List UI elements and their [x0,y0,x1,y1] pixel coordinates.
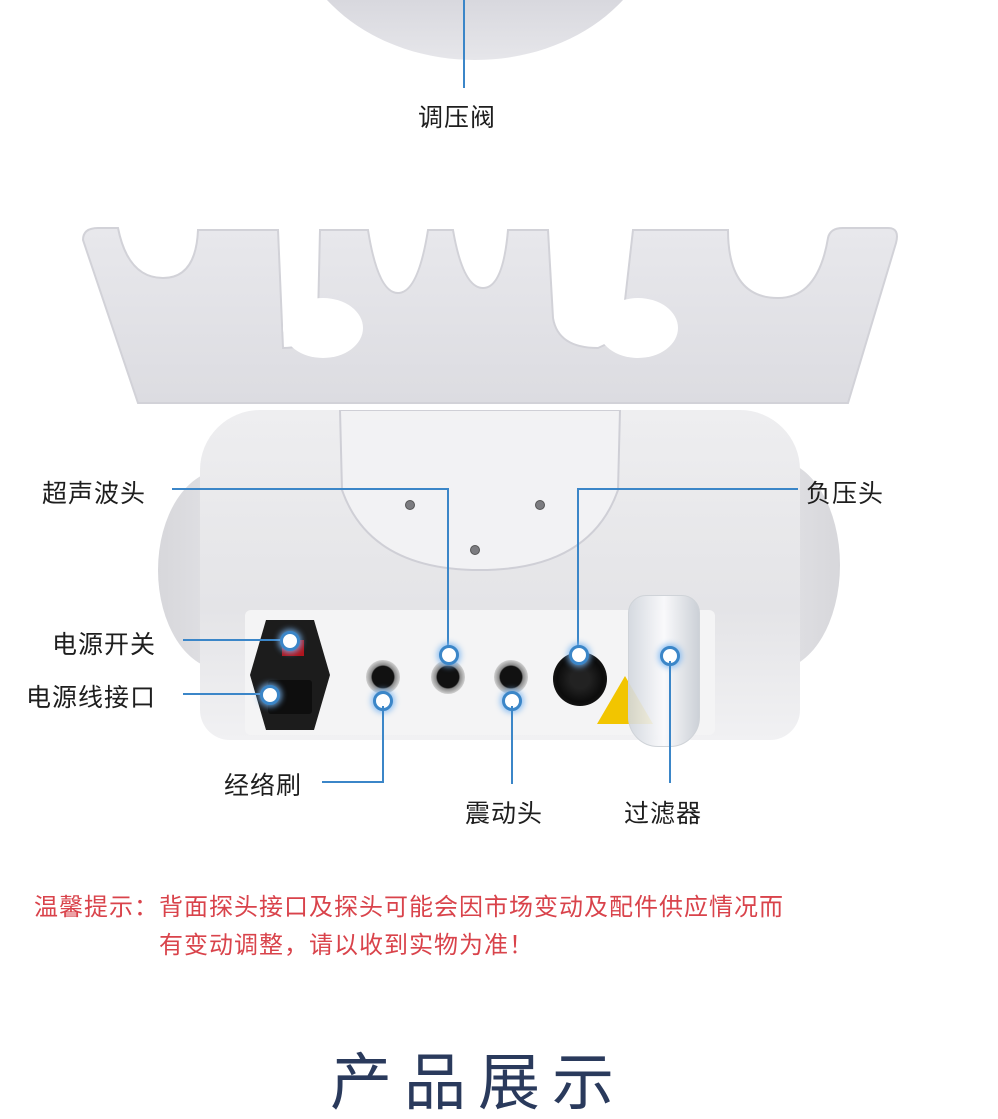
vibration-head-leader [511,706,513,784]
ultrasonic-head-label: 超声波头 [42,479,147,508]
front-acrylic-plate [338,410,622,572]
notice-line-2: 有变动调整，请以收到实物为准！ [159,931,534,959]
meridian-brush-leader-v [382,706,384,782]
power-cord-marker-dot [260,685,280,705]
meridian-brush-leader-h [322,781,384,783]
power-cord-port-label: 电源线接口 [26,683,157,712]
ultrasonic-head-port[interactable] [431,660,465,694]
power-switch-label: 电源开关 [52,630,157,659]
ultrasonic-marker-dot [439,645,459,665]
negative-pressure-marker-dot [569,645,589,665]
device-top-dome [290,0,660,60]
section-title: 产品展示 [330,1046,627,1119]
screw [470,545,480,555]
ultrasonic-leader-v [447,488,449,648]
notice-prefix: 温馨提示： [34,893,159,921]
probe-holder-image [81,227,898,404]
filter-canister[interactable] [628,595,700,747]
vibration-head-port[interactable] [494,660,528,694]
negative-pressure-leader-h [578,488,798,490]
power-switch-marker-dot [280,631,300,651]
meridian-brush-port[interactable] [366,660,400,694]
notice-block: 温馨提示：背面探头接口及探头可能会因市场变动及配件供应情况而有变动调整，请以收到… [34,888,784,964]
filter-label: 过滤器 [624,799,703,828]
negative-pressure-leader-v [577,488,579,648]
screw [535,500,545,510]
screw [405,500,415,510]
filter-leader [669,661,671,783]
ultrasonic-leader-h [172,488,448,490]
notice-line-1: 背面探头接口及探头可能会因市场变动及配件供应情况而 [159,893,784,921]
pressure-valve-label: 调压阀 [418,103,497,132]
power-switch-leader [183,639,283,641]
negative-pressure-head-label: 负压头 [806,479,885,508]
pressure-valve-leader-line [463,0,465,88]
vibration-head-label: 震动头 [465,799,544,828]
power-cord-leader [183,693,268,695]
meridian-brush-label: 经络刷 [224,771,303,800]
